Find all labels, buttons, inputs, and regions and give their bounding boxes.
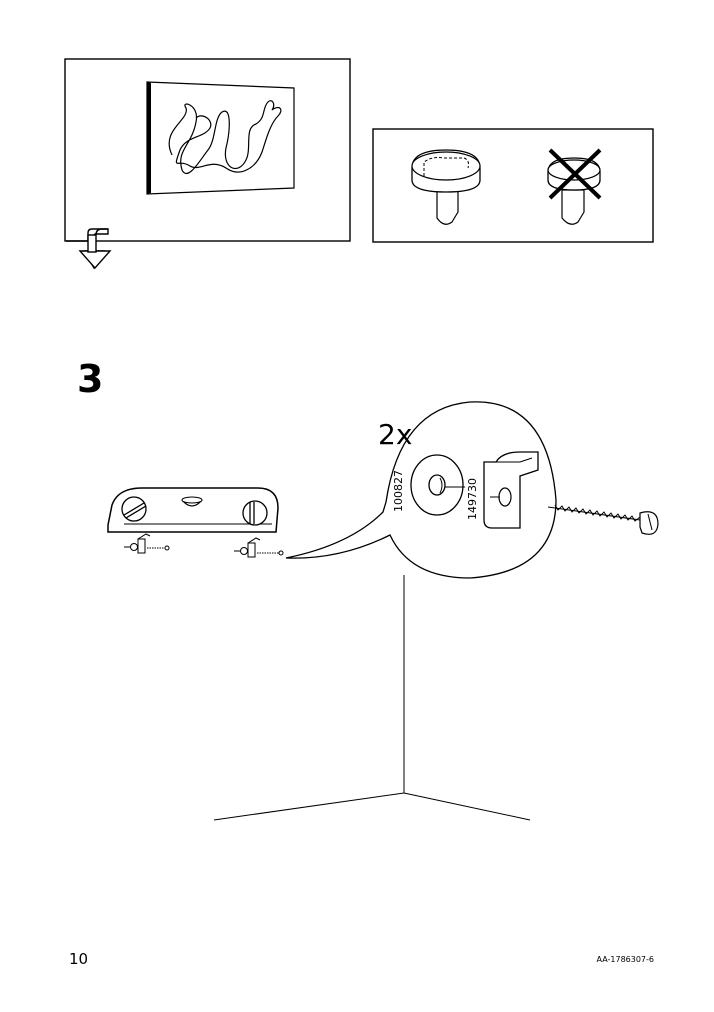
part-number-bracket: 149730	[466, 478, 479, 520]
spirit-level	[107, 487, 279, 533]
washer-icon	[410, 454, 465, 516]
picture-hint-panel	[64, 58, 351, 242]
screw-head-wrong-icon	[547, 148, 602, 225]
document-code: AA-1786307-6	[596, 955, 654, 964]
wall-corner	[213, 575, 531, 821]
bracket-icon	[483, 451, 539, 529]
screw-hint-panel	[372, 128, 654, 243]
picture-frame	[146, 81, 295, 195]
detail-callout	[285, 401, 659, 579]
screw-head-correct-icon	[411, 149, 481, 225]
page-number: 10	[69, 950, 89, 968]
mounting-hardware-set	[124, 533, 284, 558]
step-number: 3	[77, 357, 104, 401]
part-number-washer: 100827	[392, 470, 405, 512]
fold-down-arrow-icon	[66, 228, 112, 270]
screw-icon	[547, 504, 659, 535]
quantity-label: 2x	[378, 418, 413, 451]
